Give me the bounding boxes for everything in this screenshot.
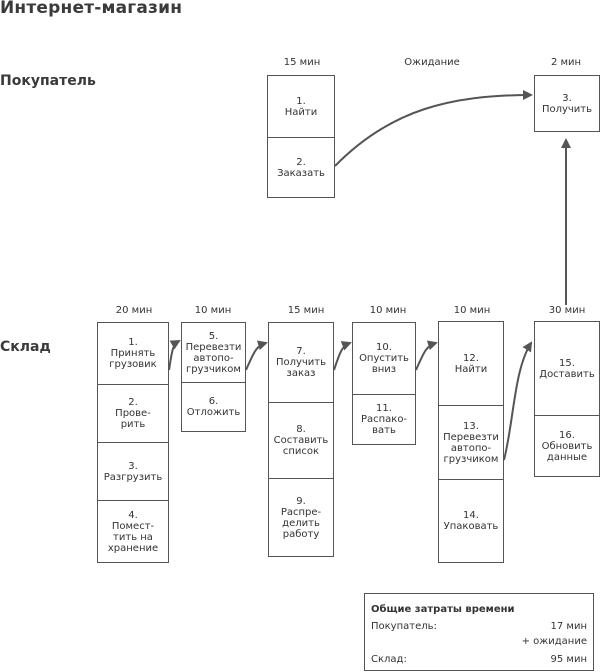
- customer-time-1: 15 мин: [283, 57, 321, 68]
- customer-step-3: 3. Получить: [534, 75, 600, 132]
- warehouse-time-4: 10 мин: [369, 305, 407, 316]
- arrow-group1-to-group2: [168, 340, 181, 371]
- summary-warehouse-value: 95 мин: [550, 654, 587, 665]
- warehouse-step-4: 4. Помест- тить на хранение: [97, 500, 169, 563]
- warehouse-step-16: 16. Обновить данные: [534, 415, 600, 477]
- summary-title: Общие затраты времени: [371, 604, 515, 615]
- arrow-group5-to-group6: [503, 341, 533, 461]
- warehouse-step-6: 6. Отложить: [181, 382, 246, 432]
- warehouse-step-7: 7. Получить заказ: [268, 322, 334, 403]
- warehouse-step-15: 15. Доставить: [534, 321, 600, 416]
- summary-warehouse-label: Склад:: [371, 654, 407, 665]
- customer-step-2: 2. Заказать: [267, 137, 335, 198]
- warehouse-time-6: 30 мин: [548, 305, 586, 316]
- lane-label-warehouse: Склад: [0, 339, 51, 355]
- customer-time-2: 2 мин: [550, 57, 582, 68]
- summary-customer-extra: + ожидание: [521, 636, 587, 647]
- warehouse-time-3: 15 мин: [287, 305, 325, 316]
- lane-label-customer: Покупатель: [0, 73, 96, 89]
- warehouse-time-1: 20 мин: [115, 305, 153, 316]
- arrow-order-to-receive: [334, 90, 533, 167]
- arrow-group4-to-group5: [415, 340, 438, 371]
- warehouse-step-1: 1. Принять грузовик: [97, 322, 169, 385]
- summary-customer-label: Покупатель:: [371, 621, 437, 632]
- warehouse-step-9: 9. Распре- делить работу: [268, 478, 334, 557]
- summary-customer-value: 17 мин: [550, 621, 587, 632]
- arrow-group2-to-group3: [245, 340, 268, 371]
- arrow-group3-to-group4: [333, 341, 352, 371]
- warehouse-step-10: 10. Опустить вниз: [352, 322, 416, 395]
- warehouse-time-5: 10 мин: [453, 305, 491, 316]
- diagram-title: Интернет-магазин: [0, 0, 183, 18]
- total-time-summary: Общие затраты времени Покупатель: 17 мин…: [364, 593, 594, 671]
- warehouse-step-14: 14. Упаковать: [438, 479, 504, 563]
- customer-wait-label: Ожидание: [404, 57, 460, 68]
- warehouse-step-13: 13. Перевезти автопо- грузчиком: [438, 405, 504, 480]
- warehouse-step-3: 3. Разгрузить: [97, 442, 169, 501]
- warehouse-step-8: 8. Составить список: [268, 402, 334, 479]
- warehouse-step-11: 11. Распако- вать: [352, 394, 416, 445]
- warehouse-step-12: 12. Найти: [438, 321, 504, 406]
- warehouse-step-5: 5. Перевезти автопо- грузчиком: [181, 322, 246, 383]
- warehouse-time-2: 10 мин: [194, 305, 232, 316]
- warehouse-step-2: 2. Прове- рить: [97, 384, 169, 443]
